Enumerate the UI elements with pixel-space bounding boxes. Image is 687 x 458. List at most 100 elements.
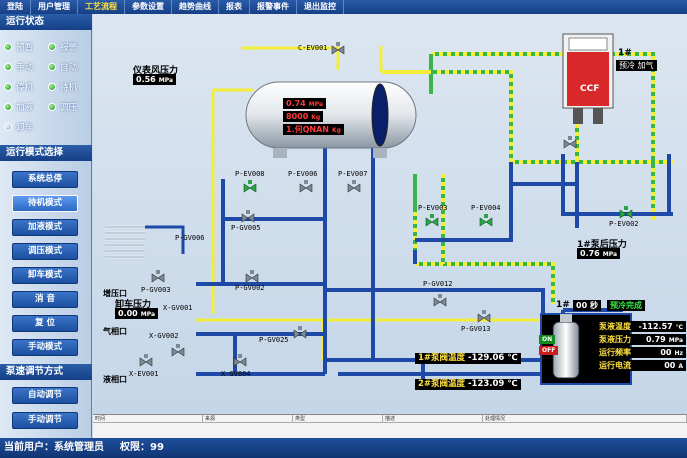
status-item: 卸车	[4, 120, 33, 134]
valve-icon[interactable]	[243, 180, 257, 194]
status-item: 报警	[48, 40, 77, 54]
valve-tag: P-GV025	[259, 336, 289, 344]
status-led-icon	[4, 103, 12, 111]
ccf-label: CCF	[580, 84, 600, 94]
valve-icon[interactable]	[139, 354, 153, 368]
instrument-air-label: 仪表风压力	[133, 66, 179, 76]
valve-tag: P-GV002	[235, 284, 265, 292]
mode-button-pressure-adjust[interactable]: 调压模式	[12, 243, 78, 260]
storage-tank-icon	[245, 81, 417, 158]
mode-button-filling[interactable]: 加液模式	[12, 219, 78, 236]
alarm-col-time[interactable]: 时间	[93, 415, 203, 422]
mode-button-unload[interactable]: 卸车模式	[12, 267, 78, 284]
status-led-icon	[48, 83, 56, 91]
mode-button-standby[interactable]: 待机模式	[12, 195, 78, 212]
alarm-col-handling[interactable]: 处理情况	[483, 415, 687, 422]
pump-status: 预冷完成	[607, 300, 645, 311]
valve-tag: P-GV013	[461, 325, 491, 333]
alarm-col-description[interactable]: 描述	[383, 415, 483, 422]
pump-outlet-pressure-label: 1#泵后压力	[577, 240, 627, 250]
pump-metric-row: 泵液温度-112.57℃	[596, 321, 686, 332]
mode-button-manual[interactable]: 手动模式	[12, 339, 78, 356]
alarm-col-type[interactable]: 类型	[293, 415, 383, 422]
mode-section-title: 运行模式选择	[0, 145, 92, 161]
valve-icon[interactable]	[619, 206, 633, 220]
port-liquid: 液相口	[103, 375, 127, 384]
status-led-icon	[48, 63, 56, 71]
pump-1-valve-temp: 1#泵阀温度 -129.06 ℃	[415, 353, 521, 364]
valve-tag: P-EV002	[609, 220, 639, 228]
port-vapor: 气相口	[103, 327, 127, 336]
valve-tag: P-GV012	[423, 280, 453, 288]
valve-tag: P-EV006	[288, 170, 318, 178]
striped-pipes	[381, 52, 673, 304]
valve-tag: X-GV001	[163, 304, 193, 312]
valve-icon[interactable]	[331, 42, 345, 56]
speed-button-manual[interactable]: 手动调节	[12, 412, 78, 429]
valve-icon[interactable]	[563, 136, 577, 150]
status-item: 自动	[48, 60, 77, 74]
alarm-table-header: 时间 来源 类型 描述 处理情况	[93, 415, 687, 423]
status-led-icon	[4, 43, 12, 51]
status-led-icon	[48, 103, 56, 111]
valve-tag: P-GV003	[141, 286, 171, 294]
status-item: 停机	[4, 80, 33, 94]
menu-alarm-events[interactable]: 报警事件	[250, 0, 297, 14]
valve-icon[interactable]	[171, 344, 185, 358]
status-led-icon	[4, 63, 12, 71]
valve-tag: P-EV007	[338, 170, 368, 178]
heat-exchanger-icon	[105, 225, 145, 259]
valve-icon[interactable]	[433, 294, 447, 308]
pump-timer: 00 秒	[573, 300, 601, 311]
speed-button-auto[interactable]: 自动调节	[12, 387, 78, 404]
valve-tag: P-EV008	[235, 170, 265, 178]
valve-icon[interactable]	[233, 354, 247, 368]
valve-tag: P-EV004	[471, 204, 501, 212]
menu-reports[interactable]: 报表	[219, 0, 250, 14]
status-led-icon	[4, 123, 12, 131]
ccf-dispenser-icon	[562, 33, 614, 124]
status-item: 预暂	[4, 40, 33, 54]
valve-icon[interactable]	[299, 180, 313, 194]
alarm-table: 时间 来源 类型 描述 处理情况	[93, 414, 687, 438]
pump-on-indicator[interactable]: ON	[539, 335, 556, 344]
mode-button-reset[interactable]: 复 位	[12, 315, 78, 332]
ccf-status: 预冷 加气	[616, 60, 657, 71]
menu-login[interactable]: 登陆	[0, 0, 31, 14]
valve-icon[interactable]	[347, 180, 361, 194]
menu-process-flow[interactable]: 工艺流程	[78, 0, 125, 14]
status-bar: 当前用户：系统管理员 权限：99	[0, 438, 687, 458]
valve-tag: C-EV001	[298, 44, 328, 52]
valve-icon[interactable]	[241, 210, 255, 224]
menu-user-management[interactable]: 用户管理	[31, 0, 78, 14]
valve-icon[interactable]	[245, 270, 259, 284]
valve-icon[interactable]	[479, 214, 493, 228]
menu-parameter-settings[interactable]: 参数设置	[125, 0, 172, 14]
menu-exit-monitor[interactable]: 退出监控	[297, 0, 344, 14]
status-item: 加液	[4, 100, 33, 114]
ccf-tag: 1#	[618, 48, 632, 58]
mode-button-silence[interactable]: 消 音	[12, 291, 78, 308]
pump-tag: 1#	[556, 300, 570, 310]
valve-icon[interactable]	[425, 214, 439, 228]
pump-off-indicator[interactable]: OFF	[539, 346, 559, 355]
valve-icon[interactable]	[477, 310, 491, 324]
menu-trend-curves[interactable]: 趋势曲线	[172, 0, 219, 14]
status-led-icon	[48, 43, 56, 51]
mode-button-system-stop[interactable]: 系统总停	[12, 171, 78, 188]
unload-pressure-label: 卸车压力	[115, 300, 152, 310]
alarm-col-source[interactable]: 来源	[203, 415, 293, 422]
valve-icon[interactable]	[151, 270, 165, 284]
valve-icon[interactable]	[293, 326, 307, 340]
valve-tag: X-GV004	[221, 370, 251, 378]
status-item: 待机	[48, 80, 77, 94]
speed-section-title: 泵速调节方式	[0, 364, 92, 380]
